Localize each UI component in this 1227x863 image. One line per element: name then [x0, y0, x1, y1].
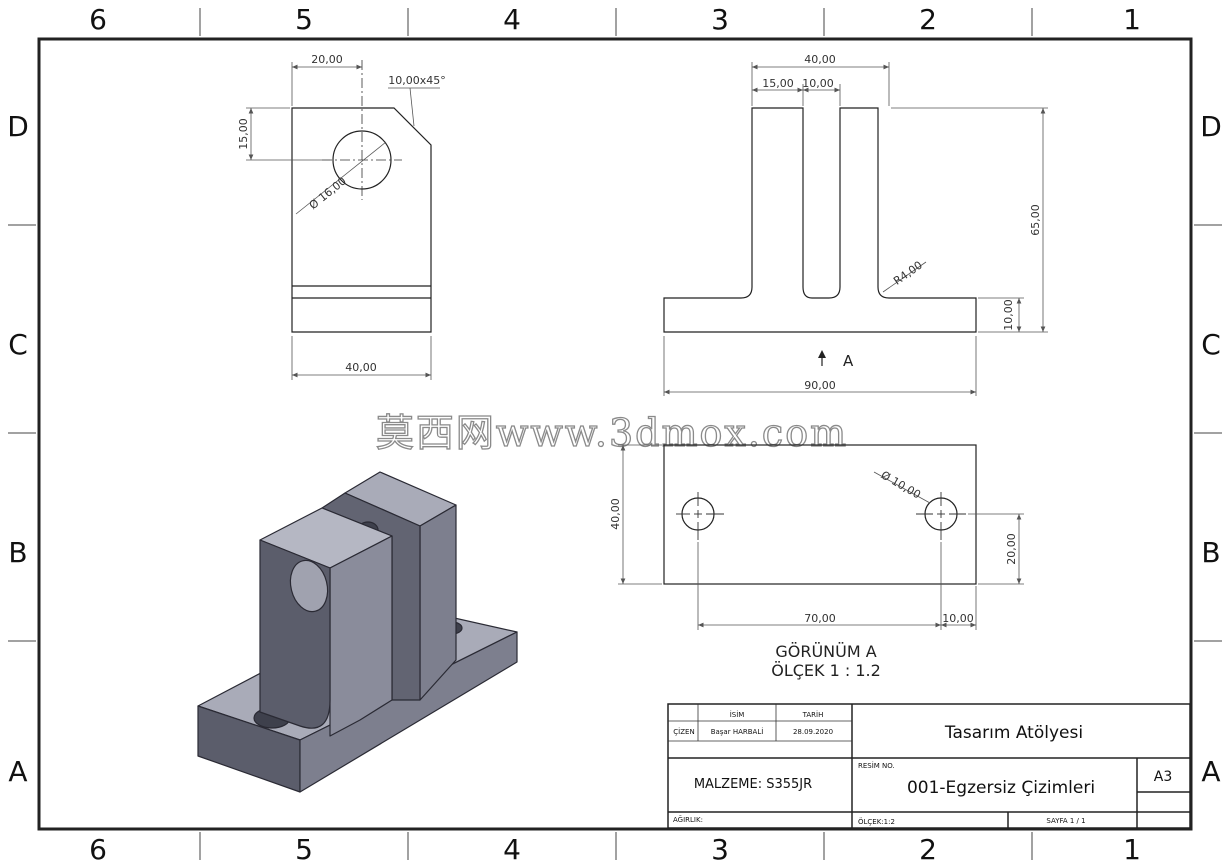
tb-drawn-by: Başar HARBALİ: [711, 727, 764, 736]
zone-labels-left: D C B A: [7, 110, 29, 788]
dim-side-seg-a: 15,00: [762, 77, 794, 90]
dim-side-overall-width: 90,00: [804, 379, 836, 392]
side-view-outline: [663, 107, 977, 333]
zone-row-c: C: [8, 328, 28, 361]
front-view-centerlines: [322, 60, 402, 200]
zone-col-4: 4: [503, 3, 521, 36]
dim-front-width-top: 20,00: [311, 53, 343, 66]
zone-col-2: 2: [919, 3, 937, 36]
tb-paper-size: A3: [1154, 769, 1172, 785]
view-a-caption-line2: ÖLÇEK 1 : 1.2: [771, 661, 881, 680]
tb-row-drawn: ÇİZEN: [673, 727, 694, 736]
tb-drawing-no-label: RESİM NO.: [858, 761, 895, 770]
tb-sheet: SAYFA 1 / 1: [1046, 817, 1085, 825]
zone-row-a: A: [1201, 755, 1220, 788]
front-view-outline: [291, 107, 432, 333]
view-arrow-label: A: [843, 352, 854, 370]
dim-front-diameter: Ø 16,00: [307, 174, 349, 212]
view-a-centerlines: [676, 492, 966, 540]
zone-labels-bottom: 6 5 4 3 2 1: [89, 833, 1141, 863]
dim-view-a-hole-dia: Ø 10,00: [879, 468, 923, 501]
dim-front-height: 15,00: [237, 118, 250, 150]
zone-ticks: [8, 8, 1222, 860]
tb-weight-label: AĞIRLIK:: [673, 815, 703, 824]
zone-labels-top: 6 5 4 3 2 1: [89, 3, 1141, 36]
dim-side-base-height: 10,00: [1002, 299, 1015, 331]
front-view: [291, 107, 432, 333]
dim-view-a-hole-spacing: 70,00: [804, 612, 836, 625]
zone-row-d: D: [1200, 110, 1222, 143]
zone-col-5: 5: [295, 3, 313, 36]
tb-company: Tasarım Atölyesi: [944, 723, 1083, 743]
dim-front-width-bottom: 40,00: [345, 361, 377, 374]
dim-view-a-edge-offset: 10,00: [942, 612, 974, 625]
zone-col-4: 4: [503, 833, 521, 863]
zone-row-b: B: [8, 536, 27, 569]
view-a-arrow-icon: [818, 350, 826, 366]
tb-col-date: TARİH: [802, 710, 824, 719]
zone-col-1: 1: [1123, 833, 1141, 863]
tb-col-name: İSİM: [730, 710, 745, 719]
zone-row-b: B: [1201, 536, 1220, 569]
zone-col-3: 3: [711, 833, 729, 863]
zone-labels-right: D C B A: [1200, 110, 1222, 788]
dim-side-overall-top: 40,00: [804, 53, 836, 66]
zone-col-6: 6: [89, 833, 107, 863]
zone-col-5: 5: [295, 833, 313, 863]
isometric-view: [197, 471, 518, 793]
dim-view-a-height: 40,00: [609, 498, 622, 530]
tb-scale: ÖLÇEK:1:2: [858, 817, 895, 826]
side-view-dimlines: [663, 62, 1048, 396]
zone-row-c: C: [1201, 328, 1221, 361]
zone-col-1: 1: [1123, 3, 1141, 36]
zone-row-d: D: [7, 110, 29, 143]
dim-side-radius: R4,00: [891, 259, 925, 288]
zone-row-a: A: [8, 755, 27, 788]
watermark: 莫西网www.3dmox.com: [376, 411, 848, 455]
sheet-border: [37, 37, 1193, 831]
view-a-dimlines: [618, 444, 1024, 630]
tb-material: MALZEME: S355JR: [694, 777, 812, 792]
side-view: [663, 107, 977, 333]
title-block-small-grid: [668, 704, 852, 742]
tb-drawn-date: 28.09.2020: [793, 728, 833, 736]
zone-col-3: 3: [711, 3, 729, 36]
tb-drawing-no: 001-Egzersiz Çizimleri: [907, 778, 1095, 798]
iso-front-upright-side: [329, 535, 393, 737]
iso-front-upright-hole: [289, 559, 329, 613]
zone-col-6: 6: [89, 3, 107, 36]
dim-front-chamfer: 10,00x45°: [388, 74, 446, 87]
dim-side-seg-b: 10,00: [802, 77, 834, 90]
view-a-caption-line1: GÖRÜNÜM A: [775, 642, 876, 661]
dim-side-height: 65,00: [1029, 204, 1042, 236]
zone-col-2: 2: [919, 833, 937, 863]
front-view-dimlines: [246, 62, 440, 380]
view-a-outline: [663, 444, 977, 585]
dim-view-a-half-height: 20,00: [1005, 533, 1018, 565]
view-a: [663, 444, 977, 585]
title-block: [667, 703, 1191, 829]
